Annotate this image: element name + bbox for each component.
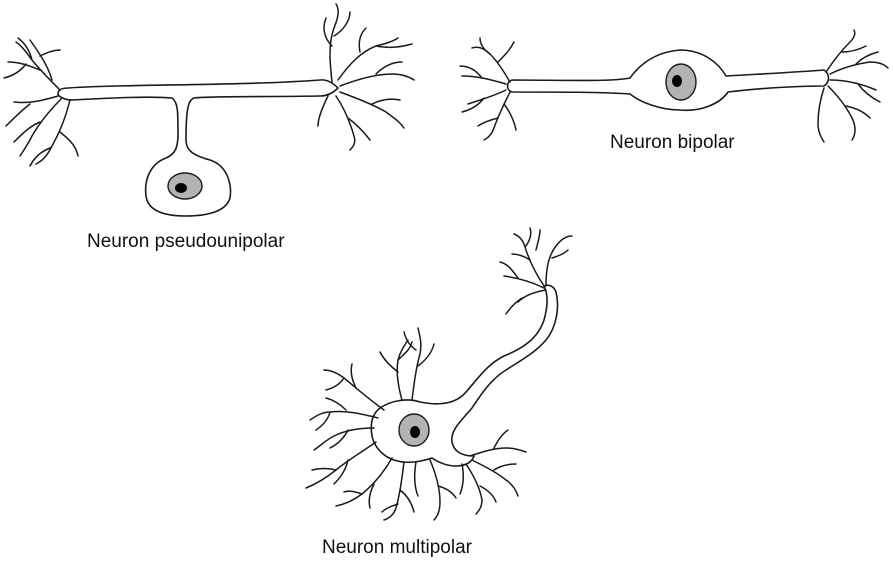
multipolar-right-dendrites — [459, 429, 527, 515]
multipolar-nucleus — [398, 413, 430, 447]
multipolar-bottom-dendrites — [335, 457, 457, 521]
multipolar-axon-terminals — [499, 227, 573, 315]
bipolar-neuron: Neuron bipolar — [459, 29, 889, 153]
pseudounipolar-cell-outline — [57, 79, 339, 217]
pseudounipolar-right-dendrites — [317, 3, 415, 151]
multipolar-left-dendrites — [305, 363, 385, 489]
nucleolus — [410, 426, 420, 438]
label-pseudounipolar: Neuron pseudounipolar — [87, 231, 285, 252]
multipolar-cell-outline — [370, 284, 559, 467]
pseudounipolar-neuron — [3, 3, 415, 217]
nucleolus — [175, 183, 187, 193]
bipolar-left-dendrites — [459, 37, 517, 141]
nucleolus — [672, 75, 682, 87]
multipolar-upper-dendrites — [379, 327, 435, 401]
pseudounipolar-nucleus — [167, 172, 203, 200]
label-multipolar: Neuron multipolar — [322, 537, 472, 558]
pseudounipolar-left-dendrites — [3, 37, 79, 167]
multipolar-neuron — [305, 227, 573, 521]
bipolar-nucleus — [665, 63, 697, 101]
label-bipolar: Neuron bipolar — [610, 132, 735, 153]
bipolar-right-dendrites — [817, 29, 889, 143]
